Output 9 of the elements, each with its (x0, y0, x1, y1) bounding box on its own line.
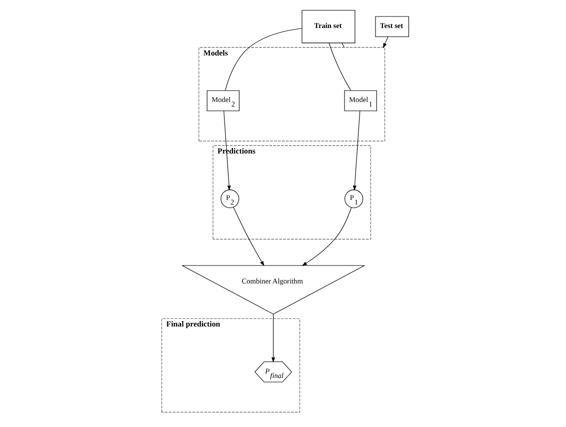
arrow (224, 110, 231, 191)
arrow (383, 36, 388, 48)
connector (225, 28, 302, 91)
arrow (233, 207, 264, 266)
connector (342, 42, 345, 48)
arrow (272, 314, 276, 363)
arrow (302, 207, 352, 266)
arrow (352, 110, 360, 191)
connector (328, 42, 352, 91)
